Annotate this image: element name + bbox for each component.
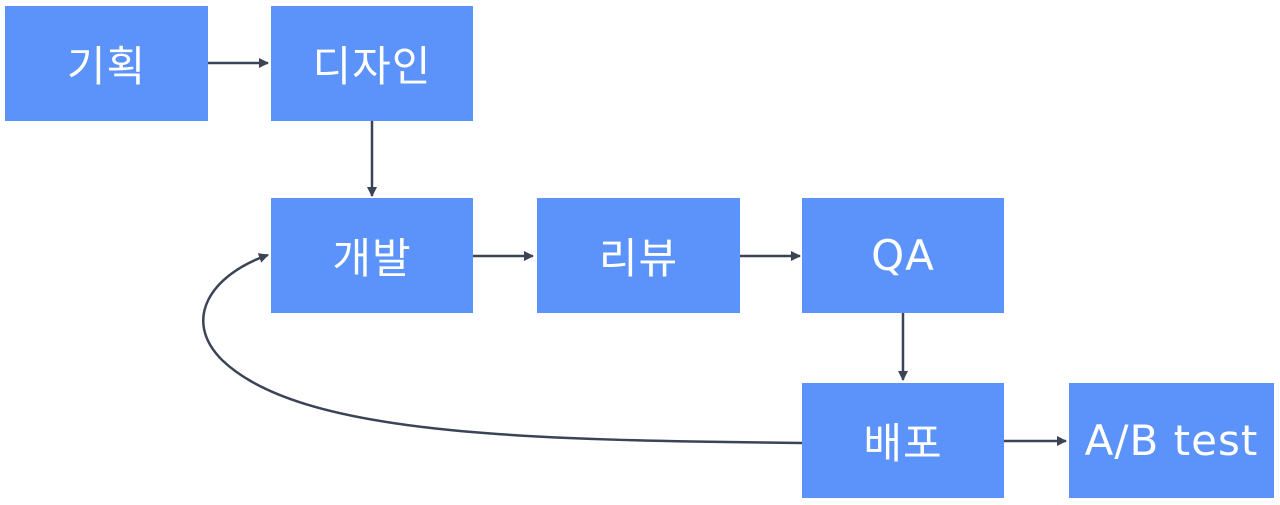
node-qa-label: QA xyxy=(871,231,935,280)
node-qa: QA xyxy=(802,198,1004,313)
node-dev: 개발 xyxy=(271,198,473,313)
node-design-label: 디자인 xyxy=(312,42,432,91)
node-plan-label: 기획 xyxy=(66,42,147,91)
node-dev-label: 개발 xyxy=(332,234,412,283)
edge-deploy-dev-loop xyxy=(202,253,803,445)
node-review: 리뷰 xyxy=(537,198,740,313)
node-plan: 기획 xyxy=(5,6,208,121)
node-deploy: 배포 xyxy=(802,383,1004,498)
node-abtest-label: A/B test xyxy=(1084,416,1259,465)
node-deploy-label: 배포 xyxy=(863,419,943,468)
node-review-label: 리뷰 xyxy=(598,234,679,283)
node-abtest: A/B test xyxy=(1069,383,1274,498)
node-design: 디자인 xyxy=(271,6,473,121)
